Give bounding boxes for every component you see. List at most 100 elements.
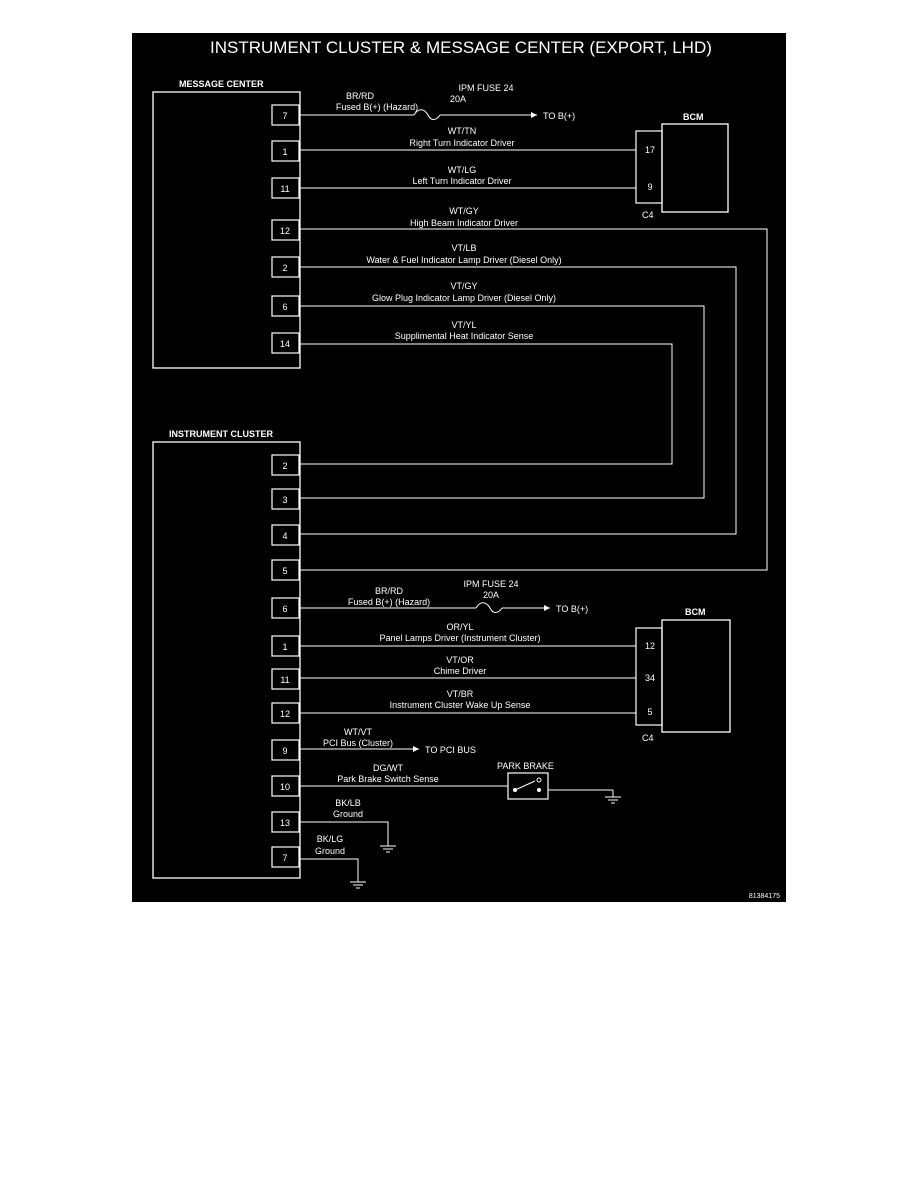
diagram-title: INSTRUMENT CLUSTER & MESSAGE CENTER (EXP… xyxy=(210,38,712,57)
connector-label-lower: C4 xyxy=(642,733,654,743)
ic-pin-7-label: 7 xyxy=(282,853,287,863)
wire-code: WT/LG xyxy=(448,165,477,175)
fuse-name: IPM FUSE 24 xyxy=(458,83,513,93)
ic-pin-13 xyxy=(271,811,300,833)
wire-code: BK/LB xyxy=(335,798,361,808)
bcm-box-lower xyxy=(661,619,731,733)
wire-ic-13-ground xyxy=(300,821,389,846)
ic-pin-4-label: 4 xyxy=(282,531,287,541)
mc-pin-1-label: 1 xyxy=(282,147,287,157)
wire-desc: Instrument Cluster Wake Up Sense xyxy=(390,700,531,710)
ic-pin-1-label: 1 xyxy=(282,642,287,652)
wire-mc-14-to-ic-2 xyxy=(300,343,673,465)
mc-pin-6-label: 6 xyxy=(282,302,287,312)
ic-pin-1 xyxy=(271,635,300,657)
wire-desc: Right Turn Indicator Driver xyxy=(409,138,514,148)
wire-desc: Chime Driver xyxy=(434,666,487,676)
mc-pin-14 xyxy=(271,332,300,354)
mc-pin-12 xyxy=(271,219,300,241)
wire-desc: Glow Plug Indicator Lamp Driver (Diesel … xyxy=(372,293,556,303)
ic-pin-10-label: 10 xyxy=(280,782,290,792)
ic-pin-7 xyxy=(271,846,300,868)
wire-code: VT/OR xyxy=(446,655,474,665)
to-battery-label: TO B(+) xyxy=(556,604,588,614)
mc-pin-11 xyxy=(271,177,300,199)
wire-mc-2-to-ic-4 xyxy=(300,266,737,535)
wire-desc: Water & Fuel Indicator Lamp Driver (Dies… xyxy=(366,255,561,265)
wire-desc: Left Turn Indicator Driver xyxy=(412,176,511,186)
fuse-rating: 20A xyxy=(450,94,466,104)
wiring-diagram: INSTRUMENT CLUSTER & MESSAGE CENTER (EXP… xyxy=(132,33,786,902)
mc-pin-2-label: 2 xyxy=(282,263,287,273)
wire-code: BK/LG xyxy=(317,834,344,844)
instrument-cluster-label: INSTRUMENT CLUSTER xyxy=(169,429,273,439)
wire-code: WT/GY xyxy=(449,206,479,216)
bcm-pin-5-label: 5 xyxy=(647,707,652,717)
bcm-box-upper xyxy=(661,123,729,213)
ic-pin-2-label: 2 xyxy=(282,461,287,471)
fuse-name: IPM FUSE 24 xyxy=(463,579,518,589)
bcm-connector-c4-upper xyxy=(635,130,663,204)
message-center-box xyxy=(152,91,301,369)
mc-pin-7-label: 7 xyxy=(282,111,287,121)
bcm-pin-34-label: 34 xyxy=(645,673,655,683)
wire-code: BR/RD xyxy=(375,586,404,596)
bcm-label-lower: BCM xyxy=(685,607,706,617)
fuse-symbol-1 xyxy=(413,109,441,120)
bcm-pin-17-label: 17 xyxy=(645,145,655,155)
ic-pin-3 xyxy=(271,488,300,510)
mc-pin-1 xyxy=(271,140,300,162)
ic-pin-3-label: 3 xyxy=(282,495,287,505)
wire-code: WT/VT xyxy=(344,727,372,737)
mc-pin-12-label: 12 xyxy=(280,226,290,236)
mc-pin-2 xyxy=(271,256,300,278)
wire-code: DG/WT xyxy=(373,763,403,773)
wire-desc: Fused B(+) (Hazard) xyxy=(348,597,430,607)
park-brake-contact-b xyxy=(537,788,541,792)
ic-pin-2 xyxy=(271,454,300,476)
message-center-label: MESSAGE CENTER xyxy=(179,79,264,89)
mc-pin-14-label: 14 xyxy=(280,339,290,349)
ic-pin-13-label: 13 xyxy=(280,818,290,828)
park-brake-switch-arm xyxy=(514,780,536,791)
figure-id: 81384175 xyxy=(749,893,780,900)
wire-desc: Fused B(+) (Hazard) xyxy=(336,102,418,112)
wire-code: VT/YL xyxy=(451,320,476,330)
ic-pin-11-label: 11 xyxy=(280,675,289,685)
bcm-label-upper: BCM xyxy=(683,112,704,122)
wire-code: BR/RD xyxy=(346,91,375,101)
fuse-rating: 20A xyxy=(483,590,499,600)
wire-mc-6-to-ic-3 xyxy=(300,305,705,499)
wire-desc: High Beam Indicator Driver xyxy=(410,218,518,228)
bcm-connector-c4-lower xyxy=(635,627,663,726)
ic-pin-5 xyxy=(271,559,300,581)
wire-code: VT/GY xyxy=(450,281,477,291)
wire-code: VT/BR xyxy=(447,689,474,699)
mc-pin-11-label: 11 xyxy=(280,184,289,194)
park-brake-contact-c xyxy=(536,777,542,783)
ic-pin-6-label: 6 xyxy=(282,604,287,614)
instrument-cluster-box xyxy=(152,441,301,879)
ic-pin-9 xyxy=(271,739,300,761)
wire-desc: Panel Lamps Driver (Instrument Cluster) xyxy=(379,633,540,643)
wire-mc-12-to-ic-5 xyxy=(300,228,768,571)
wire-desc: Ground xyxy=(315,846,345,856)
ic-pin-12-label: 12 xyxy=(280,709,290,719)
mc-pin-7 xyxy=(271,104,300,126)
ic-pin-4 xyxy=(271,524,300,546)
connector-label-upper: C4 xyxy=(642,210,654,220)
ic-pin-12 xyxy=(271,702,300,724)
to-battery-label: TO B(+) xyxy=(543,111,575,121)
wire-desc: Park Brake Switch Sense xyxy=(337,774,439,784)
wiring-diagram-canvas: INSTRUMENT CLUSTER & MESSAGE CENTER (EXP… xyxy=(152,38,780,900)
mc-pin-6 xyxy=(271,295,300,317)
wire-desc: Ground xyxy=(333,809,363,819)
park-brake-label: PARK BRAKE xyxy=(497,761,554,771)
wire-desc: PCI Bus (Cluster) xyxy=(323,738,393,748)
wire-code: VT/LB xyxy=(451,243,476,253)
ic-pin-11 xyxy=(271,668,300,690)
fuse-symbol-2 xyxy=(475,602,503,613)
bcm-pin-9-label: 9 xyxy=(647,182,652,192)
wire-desc: Supplimental Heat Indicator Sense xyxy=(395,331,534,341)
ic-pin-5-label: 5 xyxy=(282,566,287,576)
